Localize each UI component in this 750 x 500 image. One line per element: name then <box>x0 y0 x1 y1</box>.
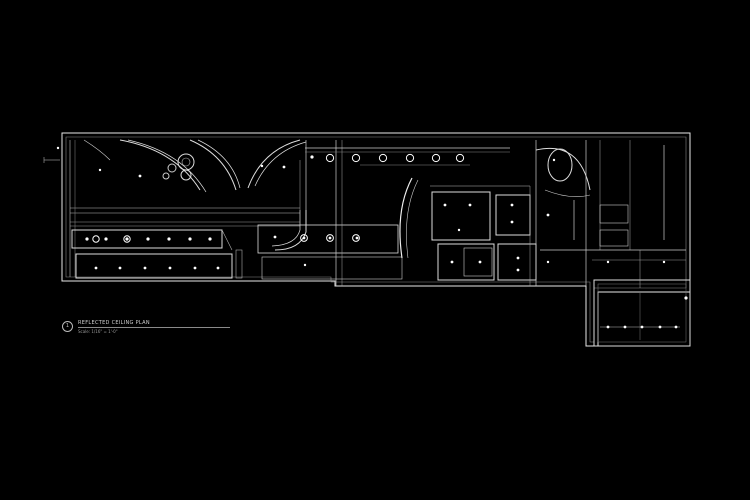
central-curved-wall <box>274 210 307 251</box>
annex-room <box>593 279 691 347</box>
soffit-panel-lower <box>75 253 233 279</box>
curved-soffit-3 <box>247 139 301 189</box>
room-grid-a <box>431 191 491 241</box>
curved-room-right <box>535 147 591 191</box>
title-underline <box>78 327 230 328</box>
curved-soffit-1 <box>119 139 201 191</box>
drawing-scale: Scale: 1/16" = 1'-0" <box>78 329 118 334</box>
central-room <box>257 224 399 254</box>
curved-soffit-2 <box>189 139 237 191</box>
drawing-number-marker: 1 <box>62 321 73 332</box>
soffit-panel-upper <box>71 229 223 249</box>
curved-wall-right <box>399 177 413 259</box>
drawing-title-block: 1 REFLECTED CEILING PLAN Scale: 1/16" = … <box>62 318 232 338</box>
drawing-title: REFLECTED CEILING PLAN <box>78 320 150 326</box>
building-outline-inner <box>65 136 687 343</box>
building-outline <box>61 132 691 347</box>
